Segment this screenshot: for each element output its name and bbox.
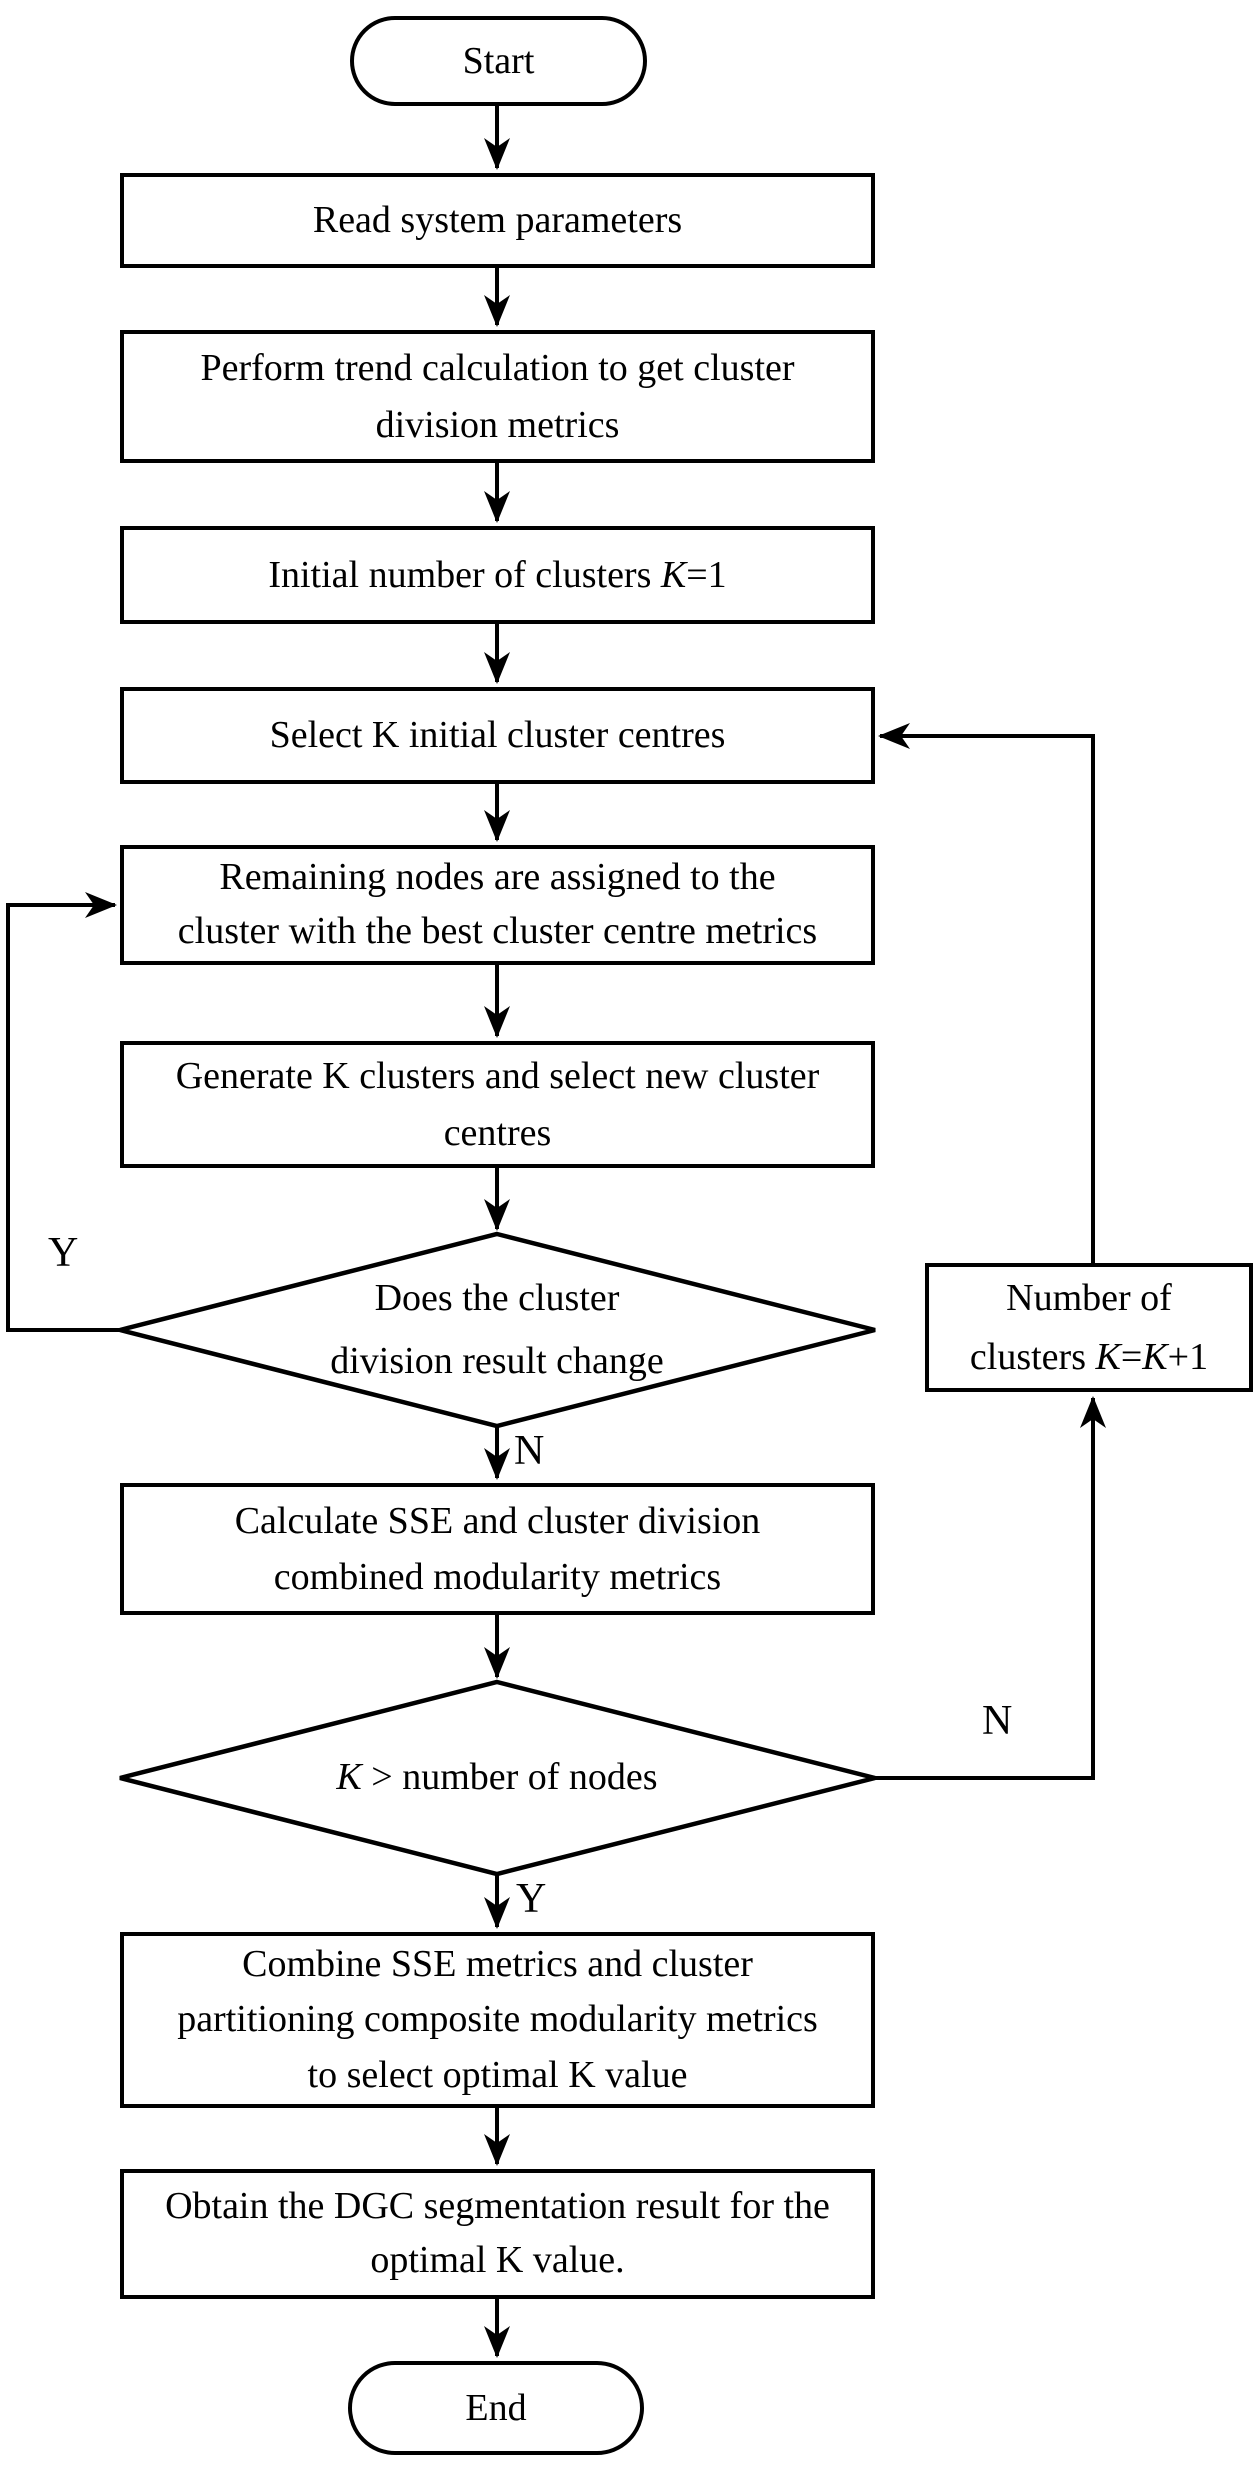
generate-clusters-line2: centres (443, 1111, 552, 1154)
node-calculate-sse: Calculate SSE and cluster division combi… (120, 1483, 875, 1615)
select-centres-label: Select K initial cluster centres (269, 714, 726, 757)
assign-nodes-line2: cluster with the best cluster centre met… (177, 910, 818, 952)
obtain-result-line1: Obtain the DGC segmentation result for t… (165, 2185, 830, 2228)
decision-k-check-label: K > number of nodes (217, 1702, 777, 1854)
obtain-result-line2: optimal K value. (370, 2239, 625, 2281)
calculate-sse-line1: Calculate SSE and cluster division (234, 1499, 761, 1542)
branch-label-kcheck-yes: Y (516, 1876, 547, 1922)
division-change-line1: Does the cluster (374, 1276, 620, 1319)
assign-nodes-line1: Remaining nodes are assigned to the (219, 856, 776, 899)
connector-increment-select-loop (878, 723, 1095, 1264)
node-generate-clusters: Generate K clusters and select new clust… (120, 1041, 875, 1168)
end-label: End (465, 2386, 527, 2429)
branch-label-change-no: N (514, 1428, 545, 1474)
node-assign-nodes: Remaining nodes are assigned to the clus… (120, 845, 875, 965)
combine-metrics-line2: partitioning composite modularity metric… (177, 1998, 818, 2041)
division-change-line2: division result change (330, 1340, 664, 1382)
increment-k-line1: Number of (1006, 1276, 1172, 1319)
increment-k-line2: clusters K=K+1 (969, 1335, 1209, 1378)
branch-label-change-yes: Y (48, 1230, 79, 1276)
combine-metrics-line1: Combine SSE metrics and cluster (242, 1943, 753, 1986)
node-select-centres: Select K initial cluster centres (120, 687, 875, 784)
connector-kcheck-no-loop (873, 1396, 1106, 1780)
node-combine-metrics: Combine SSE metrics and cluster partitio… (120, 1932, 875, 2108)
node-obtain-result: Obtain the DGC segmentation result for t… (120, 2169, 875, 2299)
node-end-terminator: End (348, 2361, 644, 2455)
node-initial-k: Initial number of clusters K=1 (120, 526, 875, 624)
decision-division-change-label: Does the cluster division result change (217, 1254, 777, 1406)
k-check-line: K > number of nodes (336, 1756, 658, 1799)
node-increment-k: Number of clusters K=K+1 (925, 1263, 1253, 1392)
start-label: Start (462, 39, 535, 82)
connector-change-yes-loop (6, 892, 122, 1332)
initial-k-label: Initial number of clusters K=1 (268, 553, 727, 596)
combine-metrics-line3: to select optimal K value (307, 2053, 688, 2096)
generate-clusters-line1: Generate K clusters and select new clust… (175, 1055, 820, 1098)
node-read-parameters: Read system parameters (120, 173, 875, 268)
trend-calculation-line2: division metrics (375, 403, 620, 446)
decision-k-check-shape (119, 1679, 876, 1877)
node-trend-calculation: Perform trend calculation to get cluster… (120, 330, 875, 463)
trend-calculation-line1: Perform trend calculation to get cluster (200, 347, 795, 390)
branch-label-kcheck-no: N (982, 1698, 1013, 1744)
node-start-terminator: Start (350, 16, 647, 106)
decision-division-change-shape (119, 1231, 876, 1429)
calculate-sse-line2: combined modularity metrics (273, 1556, 722, 1598)
read-parameters-label: Read system parameters (312, 199, 683, 242)
